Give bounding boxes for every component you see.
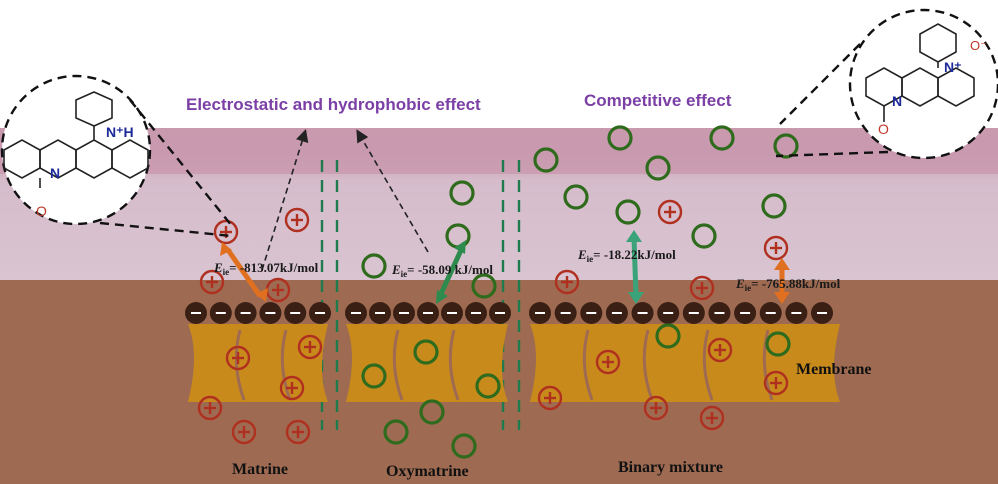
cation-marker: [707, 337, 733, 363]
energy-mixture-oxymatrine: Eie= -18.22kJ/mol: [577, 247, 676, 264]
cation-marker: [763, 235, 789, 261]
membrane-head-groups: [185, 302, 833, 324]
matrine-nh-label: N⁺H: [106, 124, 134, 140]
oxymatrine-molecule-callout: N⁺ O⁻ N O: [775, 8, 998, 160]
interaction-arrows: [220, 230, 790, 304]
membrane-head: [441, 302, 463, 324]
oxymatrine-ring: [449, 180, 475, 206]
oxymatrine-ring: [533, 147, 559, 173]
cation-marker: [199, 269, 225, 295]
upper-solution-band: [0, 128, 998, 174]
membrane-head: [785, 302, 808, 324]
oxymatrine-ring: [655, 323, 681, 349]
membrane-head: [657, 302, 680, 324]
cation-marker: [537, 385, 563, 411]
oxymatrine-ring: [413, 339, 439, 365]
cation-marker: [284, 207, 310, 233]
membrane-head: [734, 302, 757, 324]
top-white-area: [0, 0, 998, 128]
membrane-head: [209, 302, 232, 324]
oxymatrine-ring: [451, 433, 477, 459]
membrane-head: [393, 302, 415, 324]
matrine-o-label: O: [36, 203, 47, 219]
matrine-n-label: N: [50, 165, 60, 181]
membrane-head: [529, 302, 551, 324]
membrane-mixture-panel: [530, 324, 840, 402]
energy-oxymatrine: Eie= -58.09 kJ/mol: [391, 262, 493, 279]
energy-matrine: Eie= -813.07kJ/mol: [213, 260, 319, 277]
membrane-head: [369, 302, 391, 324]
membrane-head: [345, 302, 367, 324]
membrane-head: [417, 302, 439, 324]
membrane-head: [309, 302, 331, 324]
oxymatrine-ring: [645, 155, 671, 181]
cation-marker: [197, 395, 223, 421]
cation-marker: [657, 199, 683, 225]
label-matrine: Matrine: [232, 461, 288, 478]
cation-marker: [297, 334, 323, 360]
oxymatrine-ring: [773, 133, 799, 159]
membrane-head: [708, 302, 731, 324]
membrane-head: [580, 302, 603, 324]
oxymatrine-ring: [761, 193, 787, 219]
oxymatrine-ring: [475, 373, 501, 399]
cation-marker: [554, 269, 580, 295]
oxymatrine-ring: [419, 399, 445, 425]
membrane-head: [631, 302, 654, 324]
heading-competitive: Competitive effect: [584, 91, 732, 110]
heading-pointer-arrows: [261, 128, 429, 271]
label-oxymatrine: Oxymatrine: [386, 463, 469, 480]
oxymatrine-ring: [709, 125, 735, 151]
oxymatrine-ring: [361, 253, 387, 279]
oxymatrine-ring: [361, 363, 387, 389]
membrane-head: [605, 302, 628, 324]
cation-marker: [231, 419, 257, 445]
oxymatrine-n-label: N: [892, 93, 902, 109]
membrane-head: [185, 302, 207, 324]
oxymatrine-ominus-label: O⁻: [970, 38, 987, 53]
cation-marker: [699, 405, 725, 431]
oxymatrine-ring: [765, 331, 791, 357]
cation-markers: [197, 199, 789, 445]
oxymatrine-o-label: O: [878, 121, 889, 137]
cation-marker: [595, 349, 621, 375]
oxymatrine-ring: [607, 125, 633, 151]
label-binary-mixture: Binary mixture: [618, 459, 723, 476]
oxymatrine-ring: [615, 199, 641, 225]
membrane-head: [554, 302, 577, 324]
membrane-head: [489, 302, 511, 324]
membrane-head: [759, 302, 782, 324]
cation-marker: [225, 345, 251, 371]
cation-marker: [279, 375, 305, 401]
membrane-head: [284, 302, 307, 324]
heading-electrostatic: Electrostatic and hydrophobic effect: [186, 95, 481, 114]
oxymatrine-rings: [361, 125, 799, 459]
label-membrane: Membrane: [796, 361, 872, 378]
membrane-head: [234, 302, 257, 324]
membrane-head: [682, 302, 705, 324]
oxymatrine-ring: [563, 184, 589, 210]
oxymatrine-ring: [471, 273, 497, 299]
membrane-head: [811, 302, 833, 324]
membrane-head: [259, 302, 282, 324]
cation-marker: [689, 275, 715, 301]
cation-marker: [643, 395, 669, 421]
cation-marker: [285, 419, 311, 445]
cation-marker: [763, 370, 789, 396]
matrine-molecule-callout: N⁺H N O: [0, 74, 233, 238]
oxymatrine-ring: [383, 419, 409, 445]
energy-mixture-matrine: Eie= -765.88kJ/mol: [735, 276, 841, 293]
oxymatrine-ring: [691, 223, 717, 249]
membrane-head: [465, 302, 487, 324]
oxymatrine-nplus-label: N⁺: [944, 59, 962, 75]
